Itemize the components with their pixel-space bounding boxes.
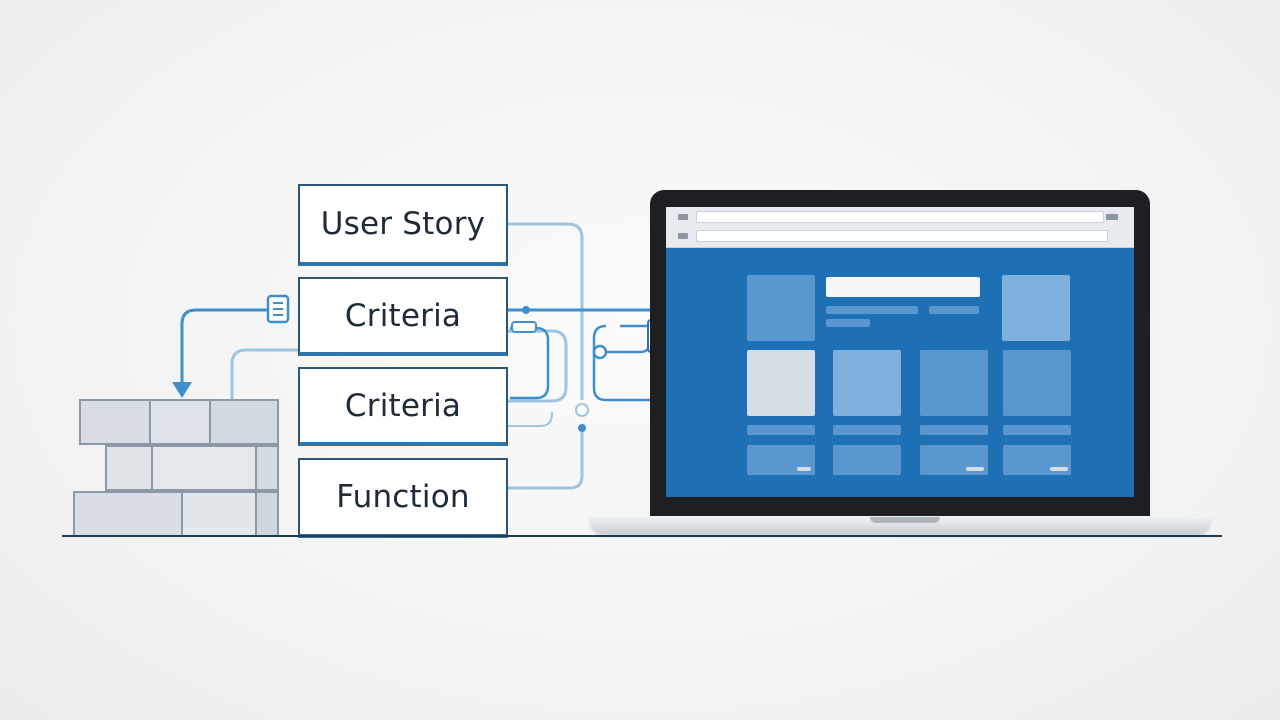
browser-toolbar: [666, 207, 1134, 248]
brick-wall-icon: [73, 399, 279, 537]
screen-card-caption: [1003, 425, 1071, 435]
connector-wall: [230, 348, 298, 400]
screen-card-button: [797, 467, 811, 471]
screen-text-line: [826, 319, 870, 327]
screen-text-line: [929, 306, 979, 314]
screen-card-tile: [920, 350, 988, 416]
criteria-box-1: Criteria: [298, 277, 508, 356]
screen-card-caption: [747, 425, 815, 435]
connector-function: [508, 430, 584, 490]
ground-line: [62, 535, 1222, 537]
function-box: Function: [298, 458, 508, 538]
arrow-down-icon: [172, 382, 192, 398]
criteria-label-2: Criteria: [344, 387, 462, 424]
junction-node-2: [578, 424, 586, 432]
screen-card-tile: [1003, 350, 1071, 416]
criteria-box-2: Criteria: [298, 367, 508, 446]
screen-text-line: [826, 306, 918, 314]
screen-card-button: [1050, 467, 1068, 471]
screen-card-caption: [833, 425, 901, 435]
screen-card-button: [966, 467, 984, 471]
function-label: Function: [336, 479, 470, 515]
laptop-base: [590, 516, 1210, 534]
screen-image-tile: [1002, 275, 1070, 341]
criteria-label-1: Criteria: [344, 297, 462, 334]
connector-user-story: [508, 222, 584, 400]
laptop-screen: [666, 207, 1134, 497]
connector-criteria-2: [508, 329, 568, 403]
screen-card-tile: [747, 350, 815, 416]
screen-card-footer: [833, 445, 901, 475]
screen-card-caption: [920, 425, 988, 435]
browser-address-bar: [696, 230, 1108, 242]
screen-image-tile: [747, 275, 815, 341]
user-story-label: User Story: [320, 206, 486, 242]
browser-tab-bar: [696, 211, 1104, 223]
junction-node: [575, 403, 589, 417]
browser-menu-icon: [1106, 214, 1118, 220]
screen-card-tile: [833, 350, 901, 416]
browser-nav-icon: [678, 214, 688, 220]
laptop-notch: [870, 517, 940, 523]
screen-title-bar: [826, 277, 980, 297]
browser-back-icon: [678, 233, 688, 239]
connector-function-2: [508, 412, 553, 427]
connector-criteria-loop: [510, 326, 550, 400]
user-story-box: User Story: [298, 184, 508, 266]
connector-criteria-to-wall: [180, 308, 270, 384]
